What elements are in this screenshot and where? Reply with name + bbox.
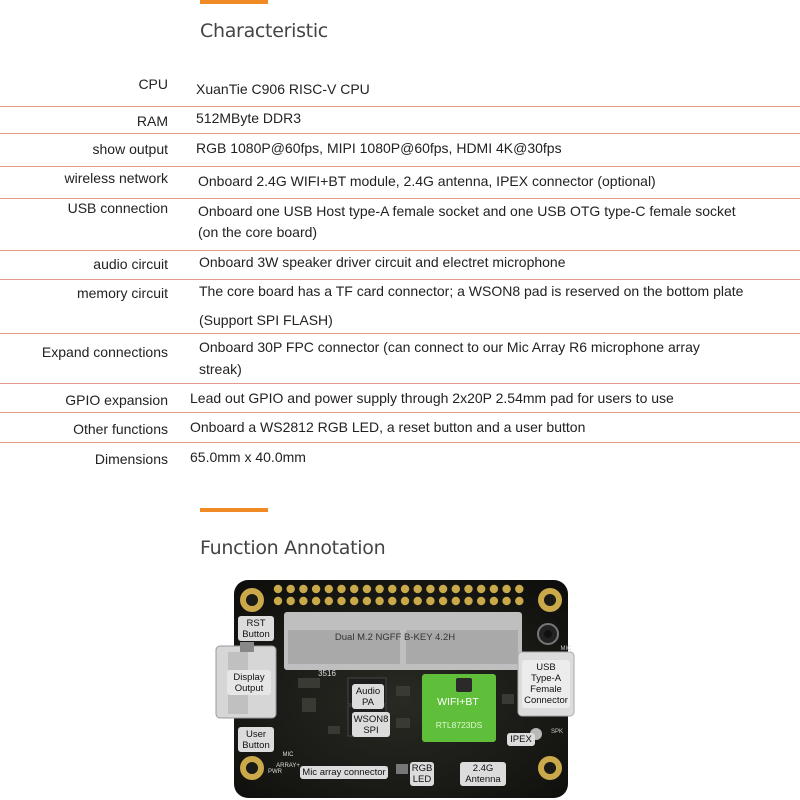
spec-row-ram: RAM 512MByte DDR3 [0, 106, 800, 134]
spec-label: memory circuit [76, 285, 168, 301]
spec-label: GPIO expansion [65, 392, 168, 408]
spec-value: Onboard 2.4G WIFI+BT module, 2.4G antenn… [198, 173, 656, 189]
spec-row-dimensions: Dimensions 65.0mm x 40.0mm [0, 443, 800, 471]
spec-value: Onboard 3W speaker driver circuit and el… [199, 254, 566, 270]
spec-value: 65.0mm x 40.0mm [190, 449, 306, 465]
gpio-pad [273, 596, 283, 606]
gpio-pad [502, 584, 511, 594]
spec-row-audio: audio circuit Onboard 3W speaker driver … [0, 251, 800, 280]
gpio-pad [337, 584, 346, 594]
gpio-pad [273, 584, 283, 594]
spec-value: XuanTie C906 RISC-V CPU [196, 81, 370, 97]
spec-row-memory: memory circuit The core board has a TF c… [0, 280, 800, 334]
gpio-pad [311, 584, 321, 594]
gpio-pad [362, 596, 372, 606]
silk-mic: MIC [560, 645, 572, 652]
spec-row-gpio: GPIO expansion Lead out GPIO and power s… [0, 384, 800, 413]
spec-label: RAM [136, 113, 168, 129]
label-wifi-bt: WIFI+BT [437, 696, 479, 708]
spec-label: Expand connections [41, 344, 168, 360]
gpio-pad [286, 596, 295, 606]
gpio-pad [388, 584, 397, 594]
silk-spk: SPK [550, 729, 563, 735]
spec-label: Dimensions [94, 451, 168, 467]
spec-label: USB connection [67, 200, 168, 216]
gpio-pad [400, 596, 410, 606]
gpio-pad [477, 584, 486, 594]
silk-mic-array: MIC ARRAY+ [268, 752, 308, 769]
label-m2-slot: Dual M.2 NGFF B-KEY 4.2H [334, 631, 456, 643]
gpio-pad [464, 596, 473, 606]
gpio-pad [337, 596, 346, 606]
gpio-pad [413, 584, 422, 594]
gpio-pad [426, 596, 435, 606]
gpio-pad [299, 584, 308, 594]
gpio-pad [350, 596, 359, 606]
spec-value-continued: (on the core board) [198, 224, 318, 240]
gpio-pad [489, 584, 499, 594]
gpio-pad [515, 596, 524, 606]
gpio-pad [451, 596, 460, 606]
gpio-pad [388, 596, 397, 606]
spec-value: Lead out GPIO and power supply through 2… [190, 390, 674, 406]
spec-label: Other functions [73, 421, 168, 437]
spec-label: CPU [138, 76, 168, 92]
spec-row-other: Other functions Onboard a WS2812 RGB LED… [0, 413, 800, 443]
characteristic-title: Characteristic [200, 20, 328, 42]
gpio-pad [324, 596, 333, 606]
gpio-pad [413, 596, 422, 606]
gpio-pad [324, 584, 333, 594]
gpio-pad [375, 584, 384, 594]
gpio-pad [477, 596, 486, 606]
gpio-pad [451, 584, 460, 594]
gpio-pad [438, 596, 448, 606]
spec-value: Onboard a WS2812 RGB LED, a reset button… [190, 419, 586, 435]
gpio-pad [350, 584, 359, 594]
spec-row-wireless: wireless network Onboard 2.4G WIFI+BT mo… [0, 167, 800, 199]
gpio-pad [362, 584, 372, 594]
spec-label: wireless network [64, 170, 168, 186]
label-wifi-chip: RTL8723DS [435, 719, 483, 730]
spec-row-cpu: CPU XuanTie C906 RISC-V CPU [0, 0, 800, 107]
gpio-pad [400, 584, 410, 594]
function-accent-bar [200, 508, 268, 512]
gpio-pad [311, 596, 321, 606]
spec-value: Onboard one USB Host type-A female socke… [198, 203, 736, 219]
characteristic-accent-bar [200, 0, 268, 4]
spec-value: Onboard 30P FPC connector (can connect t… [199, 339, 700, 355]
spec-value: The core board has a TF card connector; … [199, 283, 744, 299]
gpio-pad [502, 596, 511, 606]
spec-row-expand: Expand connections Onboard 30P FPC conne… [0, 334, 800, 384]
spec-label: show output [92, 141, 169, 157]
spec-value-continued: (Support SPI FLASH) [199, 312, 333, 328]
label-ipex: IPEX [507, 733, 535, 746]
spec-value: 512MByte DDR3 [196, 110, 302, 126]
gpio-pad [515, 584, 524, 594]
spec-value: RGB 1080P@60fps, MIPI 1080P@60fps, HDMI … [196, 140, 562, 156]
gpio-pad [299, 596, 308, 606]
spec-row-usb: USB connection Onboard one USB Host type… [0, 199, 800, 251]
silk-pwr: PWR [268, 769, 282, 775]
gpio-pad [426, 584, 435, 594]
gpio-pad [464, 584, 473, 594]
gpio-pad [375, 596, 384, 606]
gpio-pad [286, 584, 295, 594]
label-mic-array-connector: Mic array connector [300, 766, 388, 779]
function-annotation-title: Function Annotation [200, 537, 386, 559]
gpio-pad [438, 584, 448, 594]
gpio-pad [489, 596, 499, 606]
spec-value-continued: streak) [199, 361, 242, 377]
spec-label: audio circuit [93, 256, 168, 272]
silk-3516: 3516 [318, 668, 336, 678]
spec-row-show-output: show output RGB 1080P@60fps, MIPI 1080P@… [0, 134, 800, 167]
